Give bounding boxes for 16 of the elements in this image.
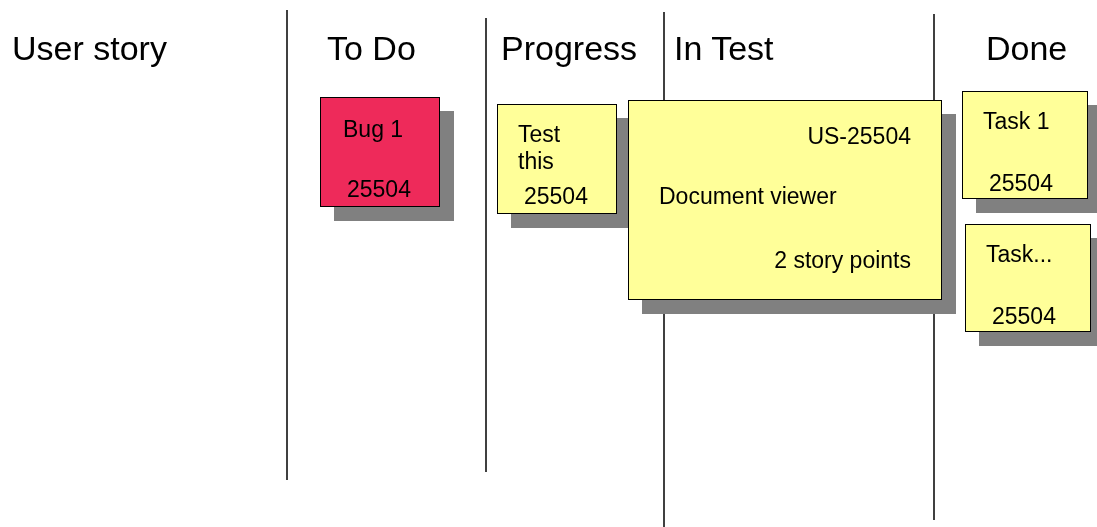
note-text: Document viewer xyxy=(659,183,837,210)
note-text: 25504 xyxy=(992,303,1056,330)
column-header: To Do xyxy=(327,28,416,68)
note-text: US-25504 xyxy=(807,123,911,150)
note-text: 25504 xyxy=(989,170,1053,197)
note-text: 2 story points xyxy=(774,247,911,274)
note-text: Test this xyxy=(518,121,562,175)
note-text: Bug 1 xyxy=(343,116,404,143)
note-text: 25504 xyxy=(347,176,411,203)
note-text: Task 1 xyxy=(983,108,1050,135)
note-text: 25504 xyxy=(524,183,588,210)
column-header: Done xyxy=(986,28,1068,68)
column-header: In Test xyxy=(674,28,774,68)
column-header: Progress xyxy=(501,28,638,68)
note-text: Task... xyxy=(986,241,1053,268)
column-header: User story xyxy=(12,28,167,68)
